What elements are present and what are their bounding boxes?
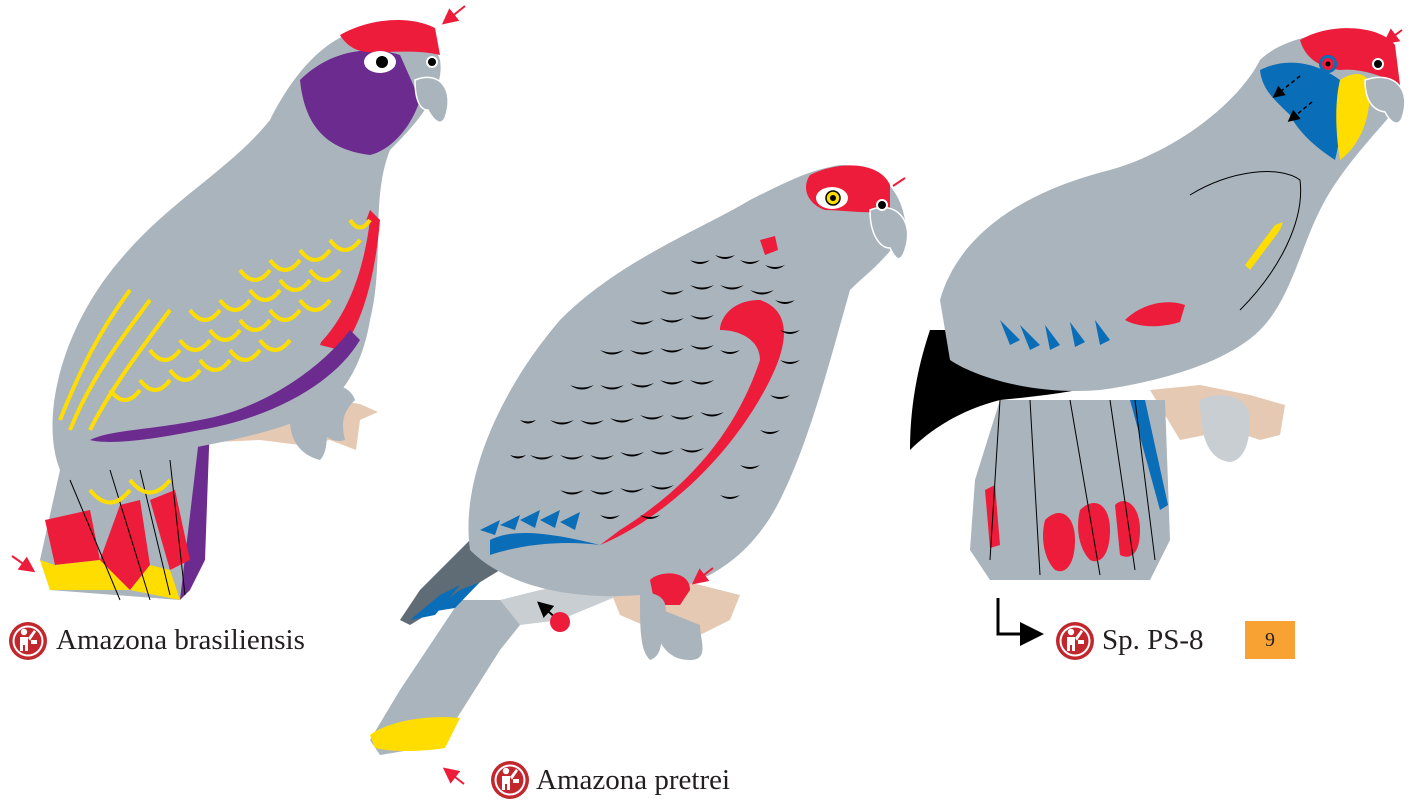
behavior-icon <box>491 761 529 799</box>
arrow-crown-1 <box>445 6 465 22</box>
arrow-tail-1 <box>12 556 32 570</box>
parrot-amazona-pretrei <box>370 165 908 784</box>
parrot-sp-ps-8 <box>910 28 1405 634</box>
arrow-crown-3 <box>1386 30 1402 42</box>
parrot-amazona-brasiliensis <box>12 6 465 600</box>
plate-number-badge: 9 <box>1245 621 1295 659</box>
scale-bracket-icon <box>998 598 1038 634</box>
arrow-crown-2 <box>893 178 905 186</box>
arrow-tailtip-2 <box>446 770 464 784</box>
marker-dot-2 <box>550 612 570 632</box>
behavior-icon <box>1056 622 1094 660</box>
behavior-icon <box>9 622 47 660</box>
species-label-ps8: Sp. PS-8 <box>1102 626 1204 655</box>
species-label-brasiliensis: Amazona brasiliensis <box>56 626 305 655</box>
body-2 <box>468 165 905 596</box>
species-label-pretrei: Amazona pretrei <box>536 766 730 795</box>
